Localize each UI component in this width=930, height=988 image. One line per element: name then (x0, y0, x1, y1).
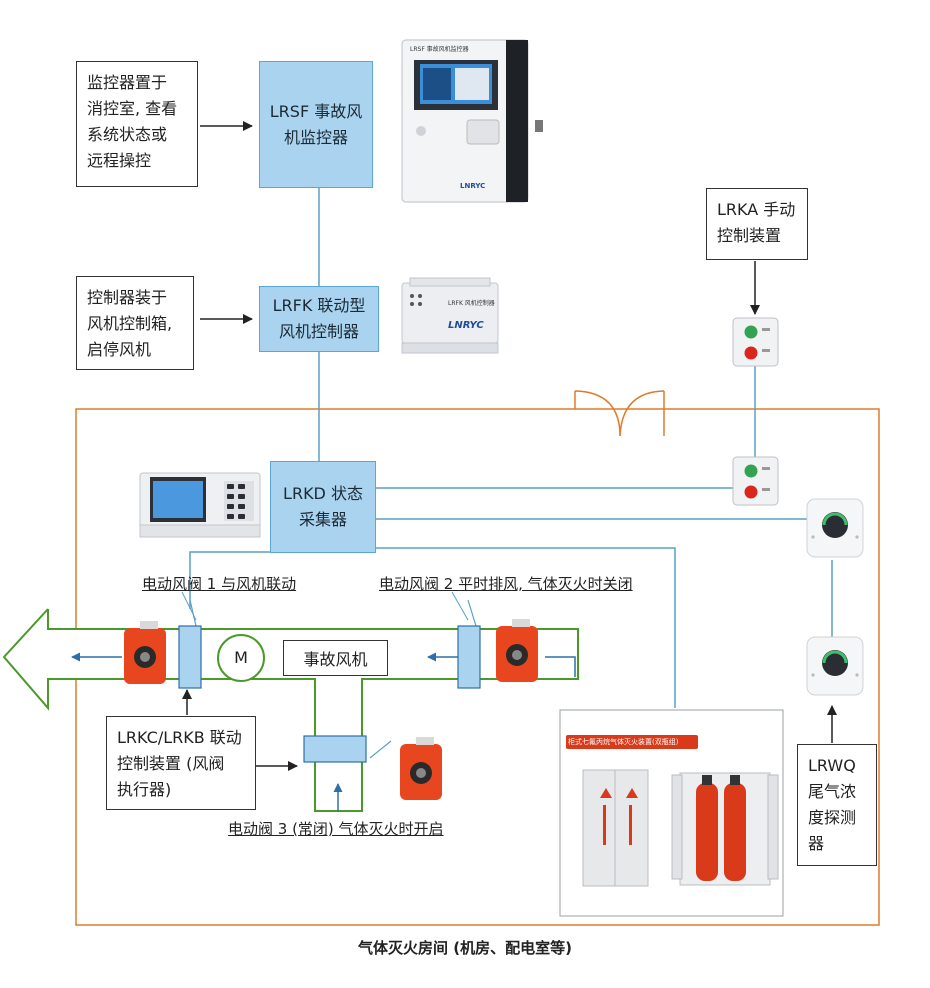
lrka-button-box-1 (732, 317, 779, 367)
wire-to-valve2 (467, 599, 477, 627)
monitor-panel-title: LRSF 事故风机监控器 (410, 46, 469, 53)
monitor-brand: LNRYC (460, 182, 486, 190)
wire-lrkd-extinguisher (376, 547, 676, 708)
extinguisher-title-bar (566, 735, 698, 749)
extinguisher-cabinet-closed (582, 769, 649, 887)
motor-circle (217, 634, 265, 682)
valve2-label: 电动风阀 2 平时排风, 气体灭火时关闭 (379, 575, 633, 593)
valve1-body (178, 625, 202, 689)
valve1-label: 电动风阀 1 与风机联动 (142, 575, 297, 593)
lrwq-detector-note: LRWQ 尾气浓 度探测 器 (797, 744, 877, 866)
actuator-1 (124, 621, 166, 684)
lrkc-lrkb-control-note: LRKC/LRKB 联动 控制装置 (风阀 执行器) (106, 716, 256, 810)
lrkd-collector-box: LRKD 状态 采集器 (270, 461, 376, 553)
lrwq-detector-2 (806, 636, 864, 696)
flow-arrow-right-bracket (545, 656, 576, 677)
lrfk-controller-image (401, 277, 499, 354)
lrfk-controller-box: LRFK 联动型 风机控制器 (259, 286, 379, 352)
valve3-body (303, 735, 367, 763)
valve2-body (457, 625, 481, 689)
lrka-button-box-2 (732, 456, 779, 506)
lrsf-monitor-box: LRSF 事故风 机监控器 (259, 61, 373, 188)
monitor-placement-note: 监控器置于 消控室, 查看 系统状态或 远程操控 (76, 61, 198, 187)
controller-panel-label: LRFK 风机控制器 (448, 300, 495, 307)
controller-brand: LNRYC (448, 320, 484, 331)
actuator-3 (400, 737, 442, 800)
extinguisher-cabinet-open (671, 772, 779, 886)
motor-label: M (234, 648, 248, 667)
wire-to-valve3 (369, 740, 392, 759)
wire-lrkd-valves (189, 551, 270, 609)
lrkd-collector-image (139, 472, 261, 538)
door-symbol (574, 390, 665, 437)
leader-valve1-label (181, 591, 197, 621)
lrka-manual-control-note: LRKA 手动 控制装置 (706, 188, 808, 260)
lrwq-detector-1 (806, 498, 864, 558)
controller-placement-note: 控制器装于 风机控制箱, 启停风机 (76, 276, 194, 370)
leader-valve2-label (451, 591, 469, 621)
emergency-fan-box: 事故风机 (283, 640, 388, 676)
actuator-2 (496, 619, 538, 682)
lrsf-monitor-image (401, 39, 543, 203)
valve3-label: 电动阀 3 (常闭) 气体灭火时开启 (228, 820, 444, 838)
extinguisher-title: 柜式七氟丙烷气体灭火装置(双瓶组) (568, 738, 679, 746)
room-caption: 气体灭火房间 (机房、配电室等) (358, 939, 572, 957)
